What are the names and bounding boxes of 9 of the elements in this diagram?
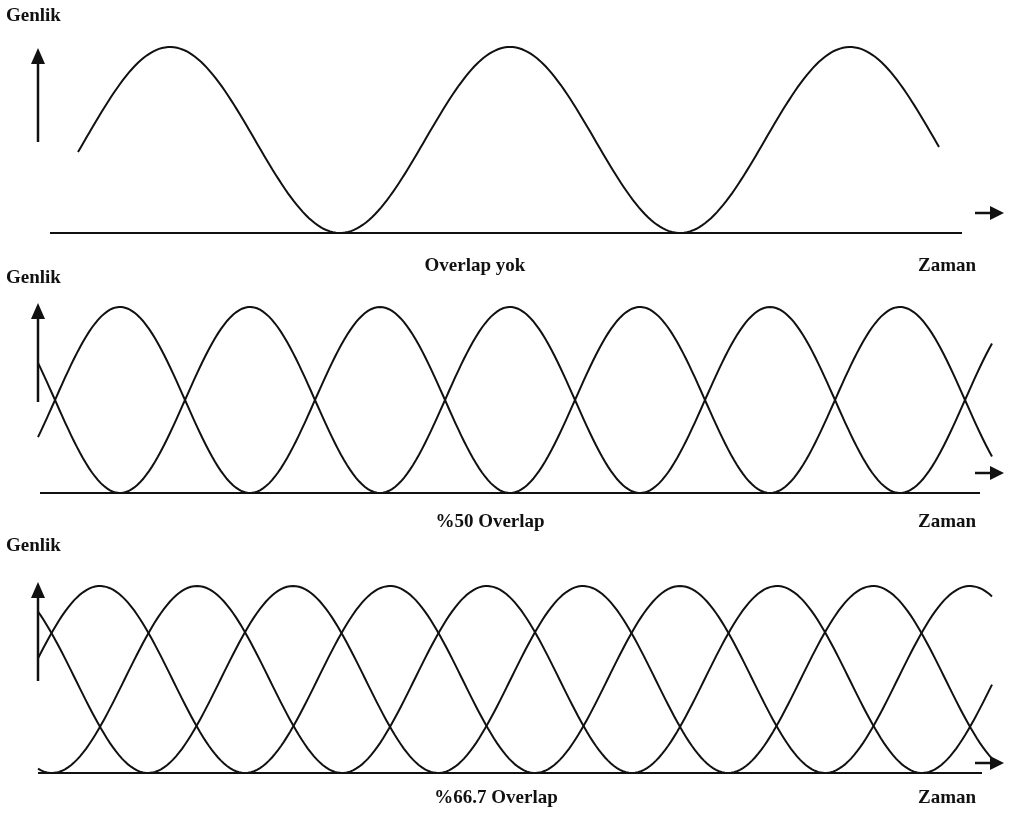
axis-label: %50 Overlap xyxy=(435,510,545,532)
axis-label: Genlik xyxy=(6,266,61,288)
axis-label: Zaman xyxy=(918,786,977,808)
axis-label: Overlap yok xyxy=(424,254,526,276)
axis-label: Zaman xyxy=(918,510,977,532)
axis-label: Genlik xyxy=(6,534,61,556)
axis-label: Zaman xyxy=(918,254,977,276)
axis-label: %66.7 Overlap xyxy=(434,786,558,808)
axis-label: Genlik xyxy=(6,4,61,26)
